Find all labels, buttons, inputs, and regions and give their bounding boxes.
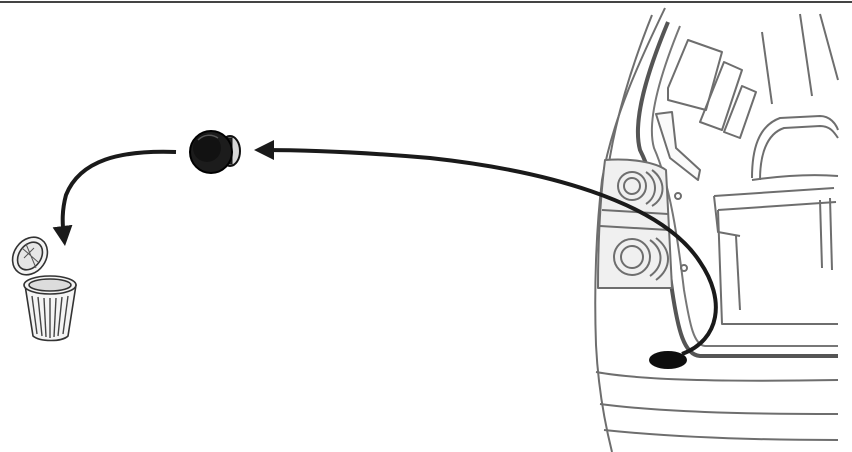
rubber-plug-icon: [189, 130, 241, 174]
arrow-drain-to-plug: [254, 140, 718, 356]
trash-bin-icon: [11, 236, 77, 342]
arrow-plug-to-bin: [52, 149, 177, 246]
vehicle-rear-icon: [594, 7, 839, 452]
drain-hole-icon: [649, 351, 687, 369]
